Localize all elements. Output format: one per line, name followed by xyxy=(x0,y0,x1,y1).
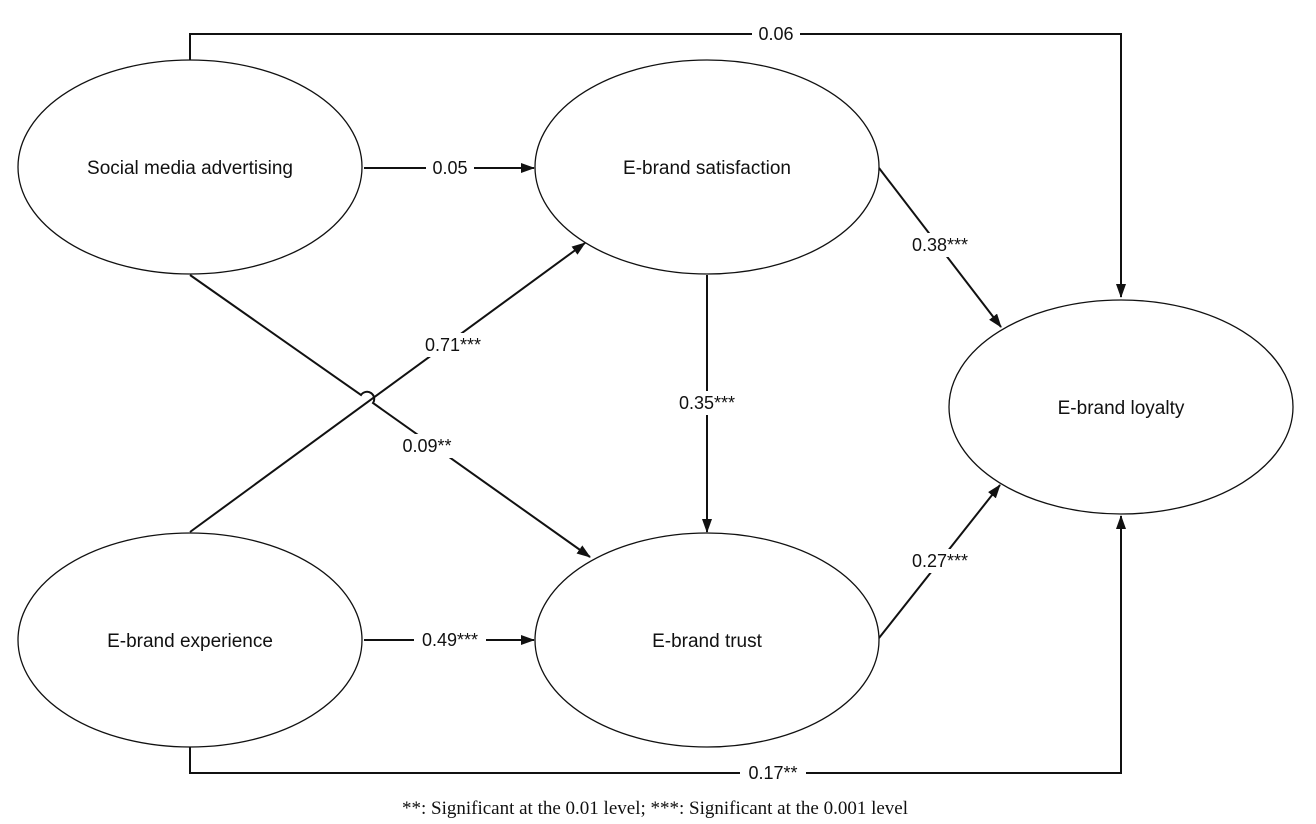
node-label-e-brand-experience: E-brand experience xyxy=(107,631,273,652)
label-bg xyxy=(668,391,746,415)
edge-sma-to-trust xyxy=(189,274,591,558)
label-bg xyxy=(394,434,460,458)
footnote: **: Significant at the 0.01 level; ***: … xyxy=(402,798,908,819)
edge-experience-to-satisfaction xyxy=(189,242,586,533)
label-bg xyxy=(417,333,489,357)
edge-label-experience-to-trust: 0.49*** xyxy=(422,630,478,650)
label-bg xyxy=(740,761,806,785)
edge-label-sma-to-loyalty: 0.06 xyxy=(758,24,793,44)
label-bg xyxy=(426,156,474,180)
edge-label-experience-to-loyalty: 0.17** xyxy=(748,763,797,783)
node-e-brand-trust xyxy=(534,532,880,748)
node-label-e-brand-loyalty: E-brand loyalty xyxy=(1058,398,1185,419)
edge-sma-to-loyalty xyxy=(189,33,1126,298)
node-e-brand-loyalty xyxy=(948,299,1294,515)
node-e-brand-experience xyxy=(17,532,363,748)
node-label-e-brand-satisfaction: E-brand satisfaction xyxy=(623,158,791,179)
edge-label-trust-to-loyalty: 0.27*** xyxy=(912,551,968,571)
node-social-media-advertising xyxy=(17,59,363,275)
label-bg xyxy=(904,549,976,573)
label-bg xyxy=(904,233,976,257)
edge-label-sma-to-satisfaction: 0.05 xyxy=(432,158,467,178)
edge-label-satisfaction-to-loyalty: 0.38*** xyxy=(912,235,968,255)
label-bg xyxy=(414,628,486,652)
edge-label-sma-to-trust: 0.09** xyxy=(402,436,451,456)
edge-label-experience-to-satisfaction: 0.71*** xyxy=(425,335,481,355)
node-label-e-brand-trust: E-brand trust xyxy=(652,631,763,652)
edge-label-satisfaction-to-trust: 0.35*** xyxy=(679,393,735,413)
edge-experience-to-loyalty xyxy=(189,515,1126,774)
node-label-social-media-advertising: Social media advertising xyxy=(87,158,293,179)
node-e-brand-satisfaction xyxy=(534,59,880,275)
label-bg xyxy=(752,22,800,46)
